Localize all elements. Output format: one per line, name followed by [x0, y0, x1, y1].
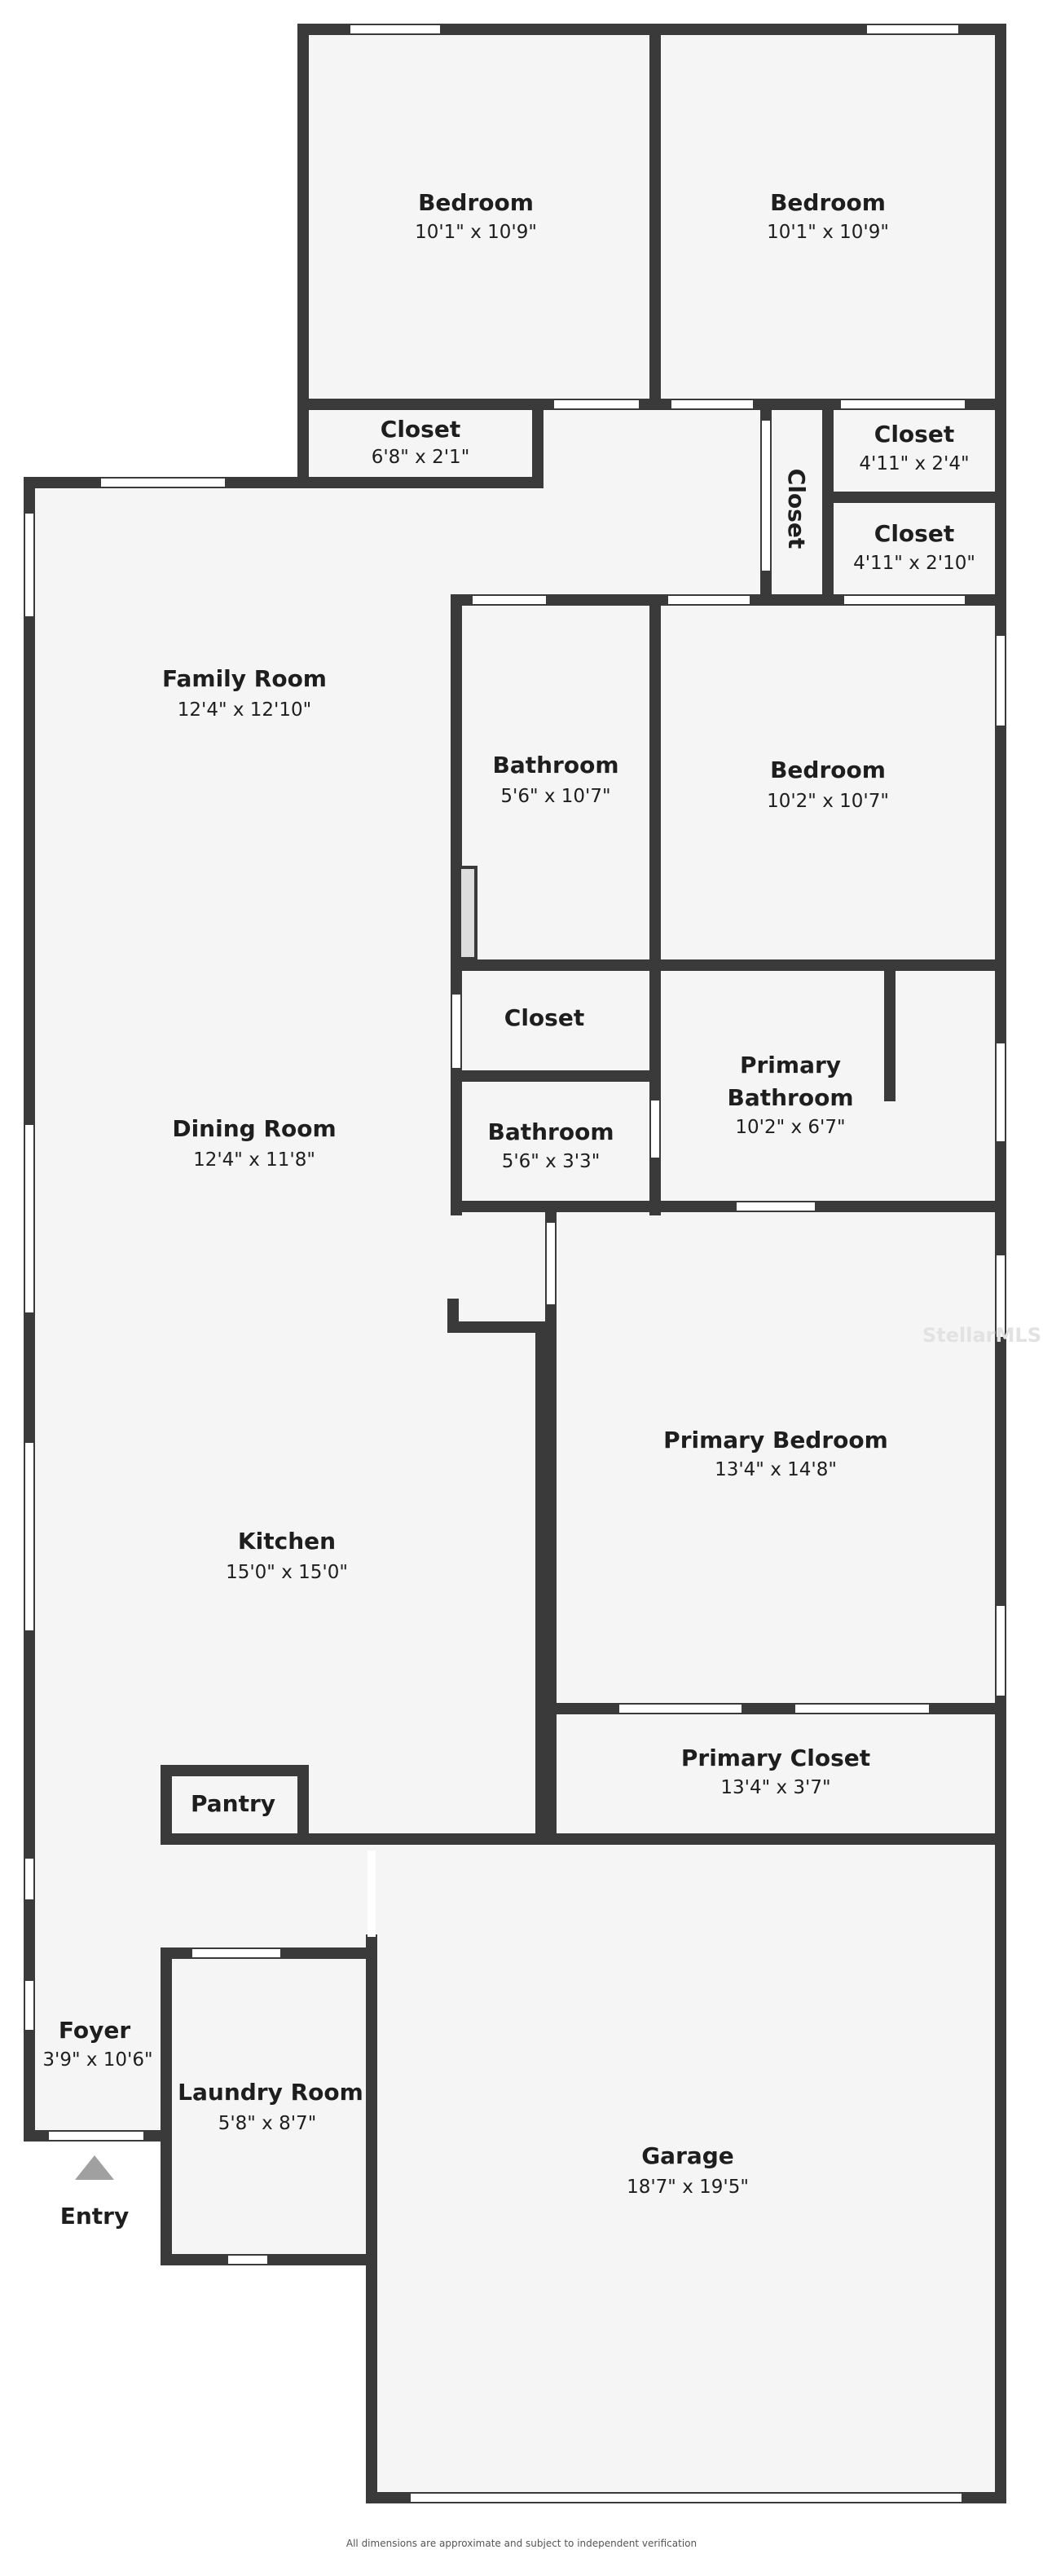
- room-name: Primary Bedroom: [663, 1427, 888, 1453]
- room-name: Closet: [874, 520, 954, 547]
- room-name: Closet: [783, 469, 810, 549]
- room-dims: 12'4" x 11'8": [193, 1149, 315, 1171]
- room-dims: 13'4" x 3'7": [720, 1777, 830, 1798]
- room-name: Foyer: [59, 2017, 130, 2044]
- room-name: Dining Room: [172, 1115, 336, 1142]
- room-dims: 10'2" x 6'7": [735, 1117, 845, 1138]
- room-name: Laundry Room: [178, 2079, 363, 2106]
- walls: [24, 24, 1006, 2503]
- room-dims: 15'0" x 15'0": [226, 1562, 348, 1583]
- entry-label: Entry: [60, 2203, 130, 2230]
- room-name: Closet: [874, 421, 954, 448]
- room-dims: 13'4" x 14'8": [715, 1459, 837, 1480]
- room-dims: 10'1" x 10'9": [767, 222, 889, 243]
- entry-marker-icon: [75, 2155, 114, 2180]
- room-dims: 5'6" x 10'7": [500, 786, 610, 807]
- room-name: Bedroom: [418, 189, 534, 216]
- room-name: Bedroom: [770, 756, 886, 783]
- disclaimer: All dimensions are approximate and subje…: [346, 2538, 697, 2549]
- floor-fill: [29, 29, 1001, 2498]
- room-name: Pantry: [191, 1790, 275, 1817]
- room-name: Bathroom: [727, 1084, 853, 1111]
- room-name: Family Room: [162, 665, 327, 692]
- room-name: Bedroom: [770, 189, 886, 216]
- room-name: Primary: [740, 1052, 841, 1078]
- room-dims: 4'11" x 2'4": [859, 453, 969, 474]
- room-dims: 10'1" x 10'9": [415, 222, 537, 243]
- chimney-hatch: [458, 866, 477, 960]
- room-dims: 6'8" x 2'1": [372, 447, 470, 468]
- room-dims: 18'7" x 19'5": [627, 2177, 749, 2198]
- openings: [25, 25, 1005, 2502]
- room-dims: 10'2" x 10'7": [767, 791, 889, 812]
- room-dims: 5'8" x 8'7": [218, 2113, 317, 2134]
- room-name: Closet: [381, 416, 460, 443]
- room-dims: 12'4" x 12'10": [178, 699, 311, 721]
- room-dims: 5'6" x 3'3": [502, 1151, 601, 1172]
- room-name: Garage: [641, 2142, 734, 2169]
- room-dims: 3'9" x 10'6": [42, 2049, 152, 2071]
- room-name: Bathroom: [492, 752, 618, 779]
- room-dims: 4'11" x 2'10": [853, 553, 975, 574]
- watermark: StellarMLS: [922, 1324, 1041, 1347]
- room-name: Primary Closet: [681, 1745, 870, 1771]
- room-name: Closet: [504, 1004, 584, 1031]
- room-name: Bathroom: [487, 1118, 614, 1145]
- room-name: Kitchen: [238, 1528, 336, 1555]
